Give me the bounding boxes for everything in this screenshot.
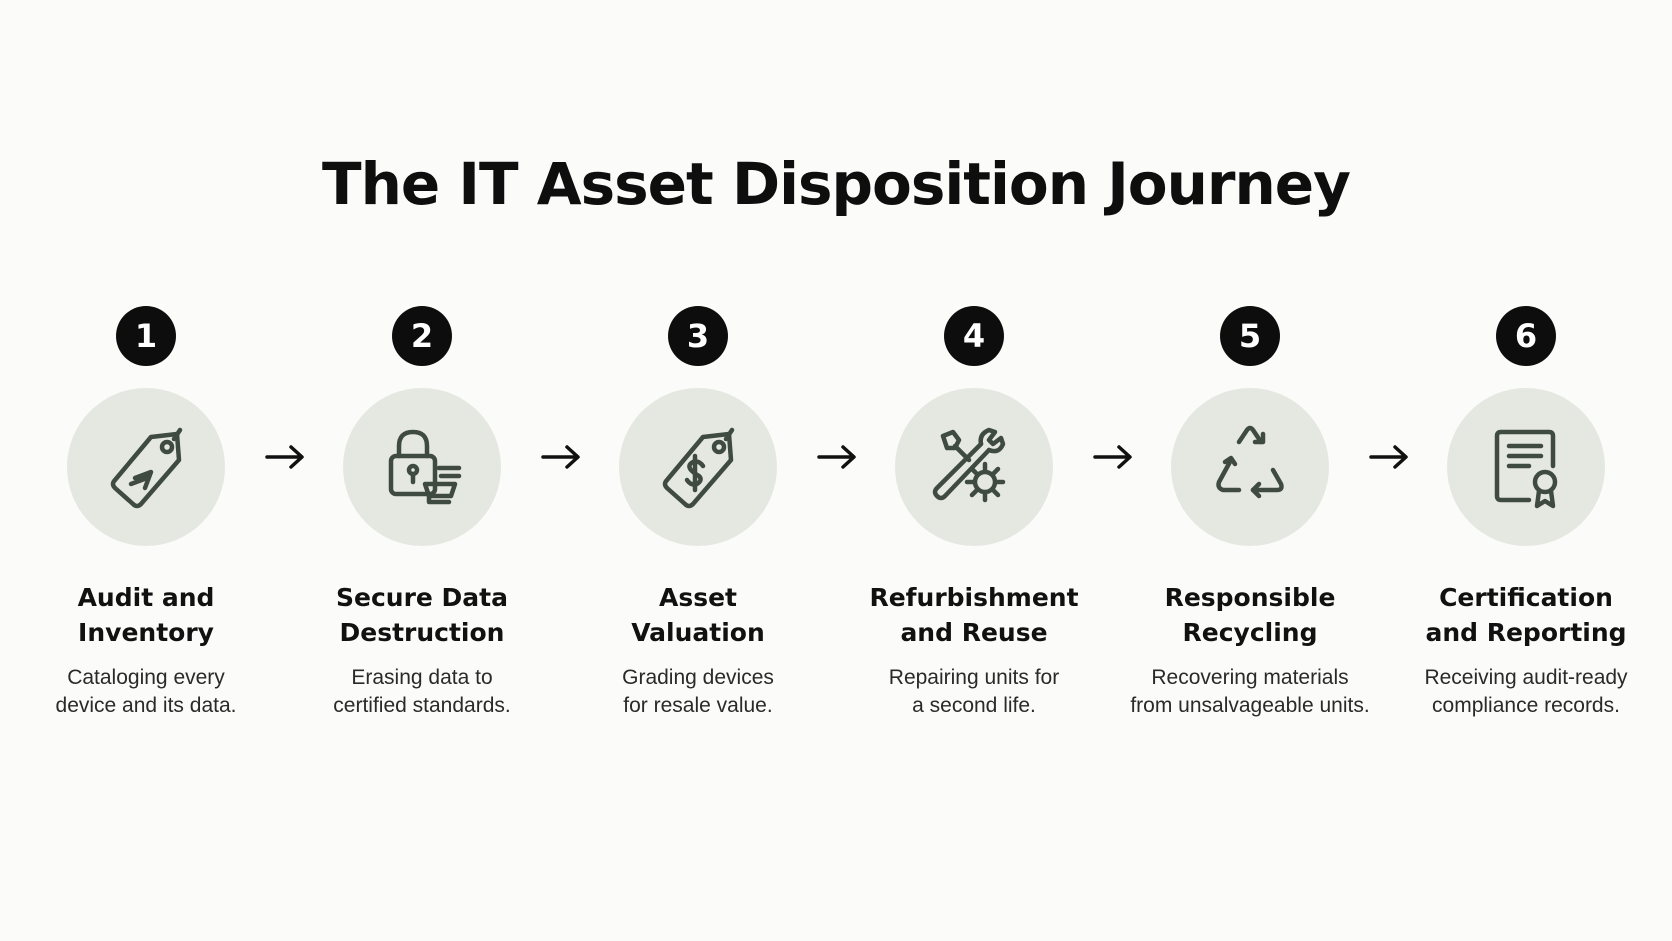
step-description-line: a second life. [912, 694, 1036, 717]
step-title-line: Valuation [631, 618, 765, 647]
step-description-line: certified standards. [333, 694, 511, 717]
step-title: Asset Valuation [578, 580, 818, 650]
step-title-line: Asset [658, 583, 737, 612]
step-description: Repairing units for a second life. [849, 664, 1099, 720]
step-icon-circle [67, 388, 225, 546]
step-title-line: Certification [1439, 583, 1613, 612]
step-description-line: from unsalvageable units. [1130, 694, 1370, 717]
step-audit-and-inventory: 1 Audit and Inventory Cataloging every d… [1, 306, 291, 720]
step-secure-data-destruction: 2 Secure Data Destruction Erasing data t… [277, 306, 567, 720]
page-title: The IT Asset Disposition Journey [322, 150, 1351, 218]
step-description-line: Grading devices [622, 666, 774, 689]
step-description-line: Cataloging every [67, 666, 225, 689]
step-title-line: and Reporting [1425, 618, 1627, 647]
step-title-line: Refurbishment [869, 583, 1079, 612]
step-number-badge: 1 [116, 306, 176, 366]
step-title-line: Secure Data [335, 583, 508, 612]
step-description-line: device and its data. [55, 694, 237, 717]
step-description: Receiving audit-ready compliance records… [1401, 664, 1651, 720]
step-description: Recovering materials from unsalvageable … [1125, 664, 1375, 720]
step-icon-circle [895, 388, 1053, 546]
step-title: Refurbishment and Reuse [854, 580, 1094, 650]
step-title-line: Audit and [77, 583, 215, 612]
step-description-line: for resale value. [623, 694, 773, 717]
certificate-icon [1494, 429, 1558, 509]
step-title: Responsible Recycling [1130, 580, 1370, 650]
step-title-line: and Reuse [900, 618, 1048, 647]
arrow-right-icon [541, 445, 580, 469]
step-title-line: Destruction [339, 618, 505, 647]
step-title-line: Responsible [1164, 583, 1336, 612]
step-icon-circle [343, 388, 501, 546]
step-title-line: Inventory [78, 618, 214, 647]
dollar-tag-icon [662, 427, 735, 509]
step-icon-circle [1171, 388, 1329, 546]
step-description: Cataloging every device and its data. [21, 664, 271, 720]
step-responsible-recycling: 5 Responsible Recycling Recovering mater… [1105, 306, 1395, 720]
step-description: Erasing data to certified standards. [297, 664, 547, 720]
price-tag-icon [110, 427, 183, 509]
step-asset-valuation: 3 Asset Valuation Grading devices for re… [553, 306, 843, 720]
step-refurbishment-and-reuse: 4 Refurbishment and Reuse Repairing unit… [829, 306, 1119, 720]
step-number-badge: 3 [668, 306, 728, 366]
recycle-icon [1216, 425, 1284, 499]
step-description-line: Erasing data to [351, 666, 493, 689]
arrow-right-icon [265, 445, 304, 469]
step-description: Grading devices for resale value. [573, 664, 823, 720]
step-number-badge: 4 [944, 306, 1004, 366]
step-number-badge: 5 [1220, 306, 1280, 366]
arrow-right-icon [817, 445, 856, 469]
step-description-line: compliance records. [1432, 694, 1620, 717]
arrow-right-icon [1369, 445, 1408, 469]
step-title: Audit and Inventory [26, 580, 266, 650]
step-title: Secure Data Destruction [302, 580, 542, 650]
step-number-badge: 2 [392, 306, 452, 366]
step-icon-circle [1447, 388, 1605, 546]
step-description-line: Repairing units for [888, 666, 1060, 689]
step-title: Certification and Reporting [1406, 580, 1646, 650]
step-number-badge: 6 [1496, 306, 1556, 366]
padlock-icon [388, 429, 462, 505]
step-certification-and-reporting: 6 Certification and Reporting Receiving … [1381, 306, 1671, 720]
wrench-gear-icon [932, 427, 1006, 503]
step-icon-circle [619, 388, 777, 546]
arrow-right-icon [1093, 445, 1132, 469]
step-title-line: Recycling [1182, 618, 1318, 647]
step-description-line: Recovering materials [1151, 666, 1349, 689]
step-description-line: Receiving audit-ready [1424, 666, 1628, 689]
